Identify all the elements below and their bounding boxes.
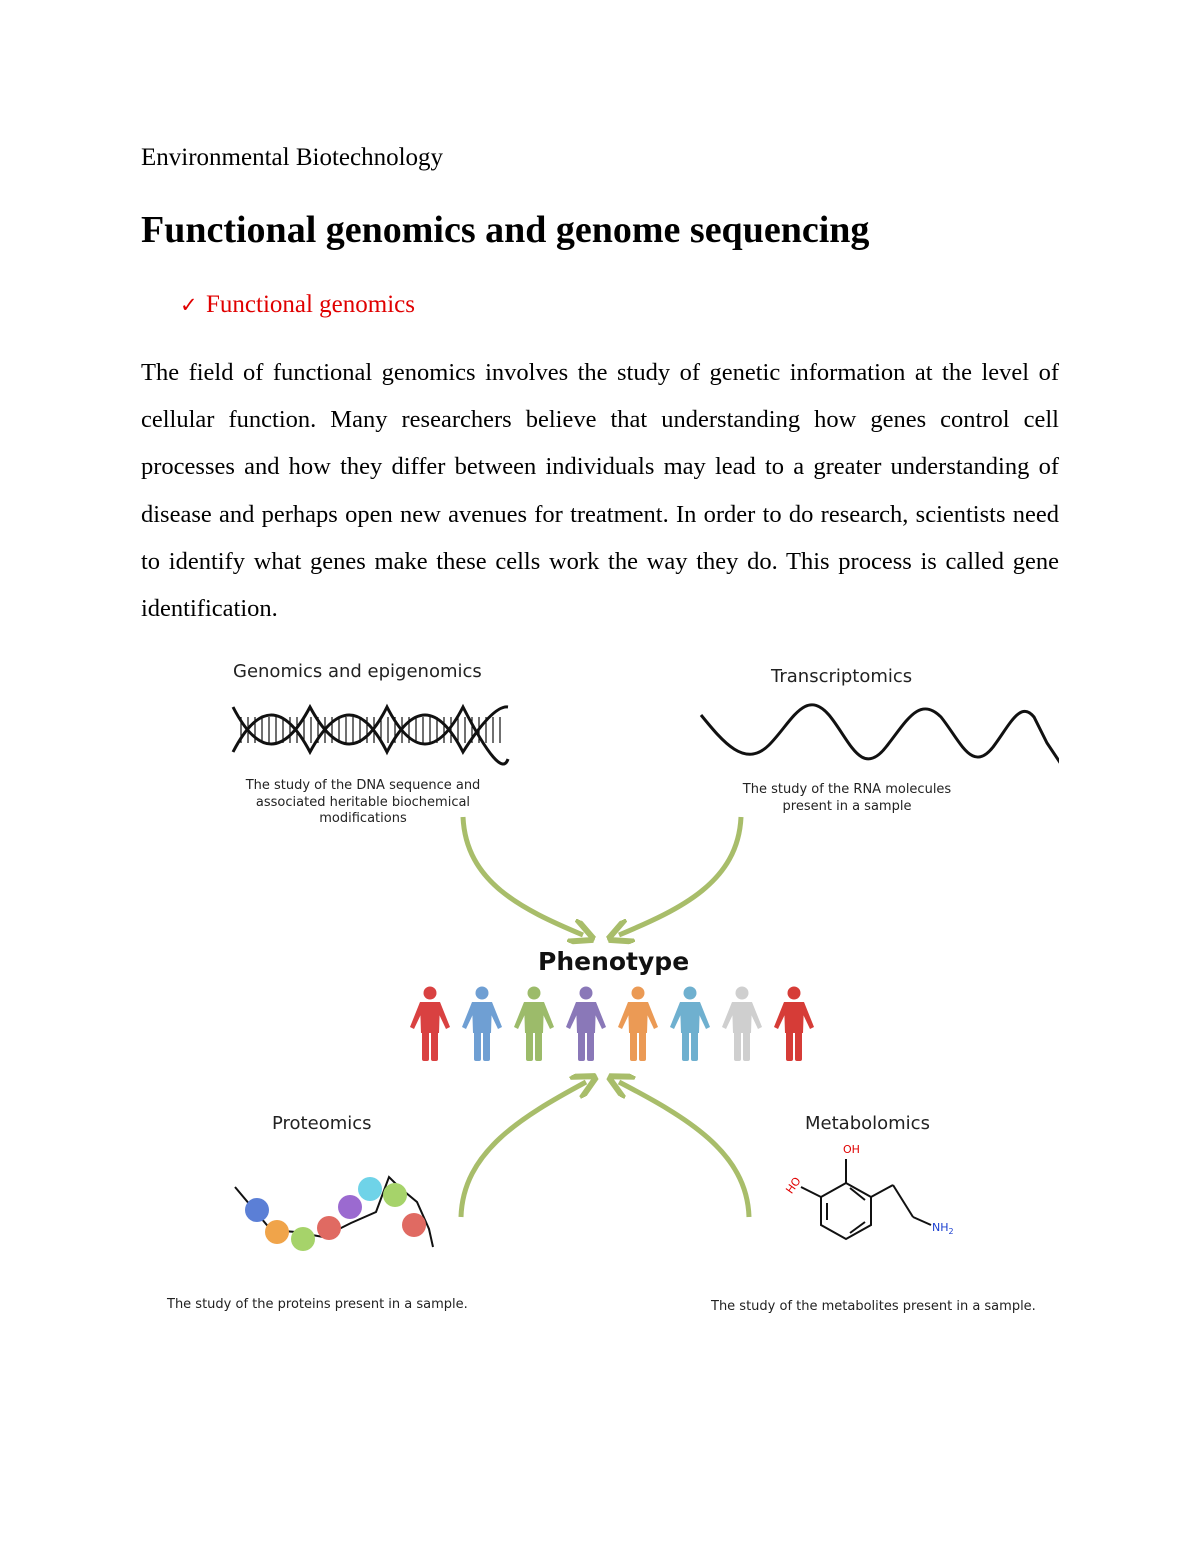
person-icon: [514, 986, 554, 1061]
omics-figure-graphic: [231, 703, 1059, 1251]
person-icon: [410, 986, 450, 1061]
dna-helix-icon: [231, 703, 510, 766]
person-icon: [722, 986, 762, 1061]
section-heading-text: Functional genomics: [206, 291, 415, 318]
body-paragraph: The field of functional genomics involve…: [141, 359, 1059, 623]
section-heading: ✓ Functional genomics: [180, 288, 415, 322]
omics-figure: Genomics and epigenomics Transcriptomics…: [141, 647, 1059, 1327]
person-icon: [462, 986, 502, 1061]
people-row: [410, 986, 814, 1061]
genomics-caption: The study of the DNA sequence and associ…: [245, 778, 481, 826]
document-subject: Environmental Biotechnology: [141, 144, 444, 171]
metabolomics-heading: Metabolomics: [805, 1113, 930, 1134]
nh2-subscript: 2: [948, 1227, 954, 1237]
metabolomics-caption: The study of the metabolites present in …: [711, 1299, 1036, 1314]
proteomics-caption: The study of the proteins present in a s…: [167, 1297, 468, 1312]
person-icon: [566, 986, 606, 1061]
transcriptomics-caption: The study of the RNA molecules present i…: [742, 782, 952, 814]
nh2-text: NH: [932, 1221, 949, 1234]
arrow-genomics-to-phenotype: [460, 816, 583, 935]
person-icon: [618, 986, 658, 1061]
proteomics-heading: Proteomics: [272, 1113, 372, 1134]
document-title: Functional genomics and genome sequencin…: [141, 209, 870, 251]
arrow-proteomics-to-phenotype: [458, 1082, 586, 1218]
arrow-transcriptomics-to-phenotype: [619, 816, 744, 935]
rna-wave-line: [699, 703, 1059, 764]
protein-chain-icon: [234, 1175, 434, 1251]
oh-top-label: OH: [843, 1143, 860, 1156]
check-icon: ✓: [180, 293, 198, 317]
dopamine-molecule-icon: [800, 1159, 932, 1241]
transcriptomics-heading: Transcriptomics: [771, 666, 913, 687]
person-icon: [670, 986, 710, 1061]
arrow-metabolomics-to-phenotype: [619, 1082, 752, 1218]
phenotype-label: Phenotype: [538, 947, 690, 976]
nh2-label: NH2: [932, 1221, 954, 1236]
genomics-heading: Genomics and epigenomics: [233, 661, 482, 682]
person-icon: [774, 986, 814, 1061]
